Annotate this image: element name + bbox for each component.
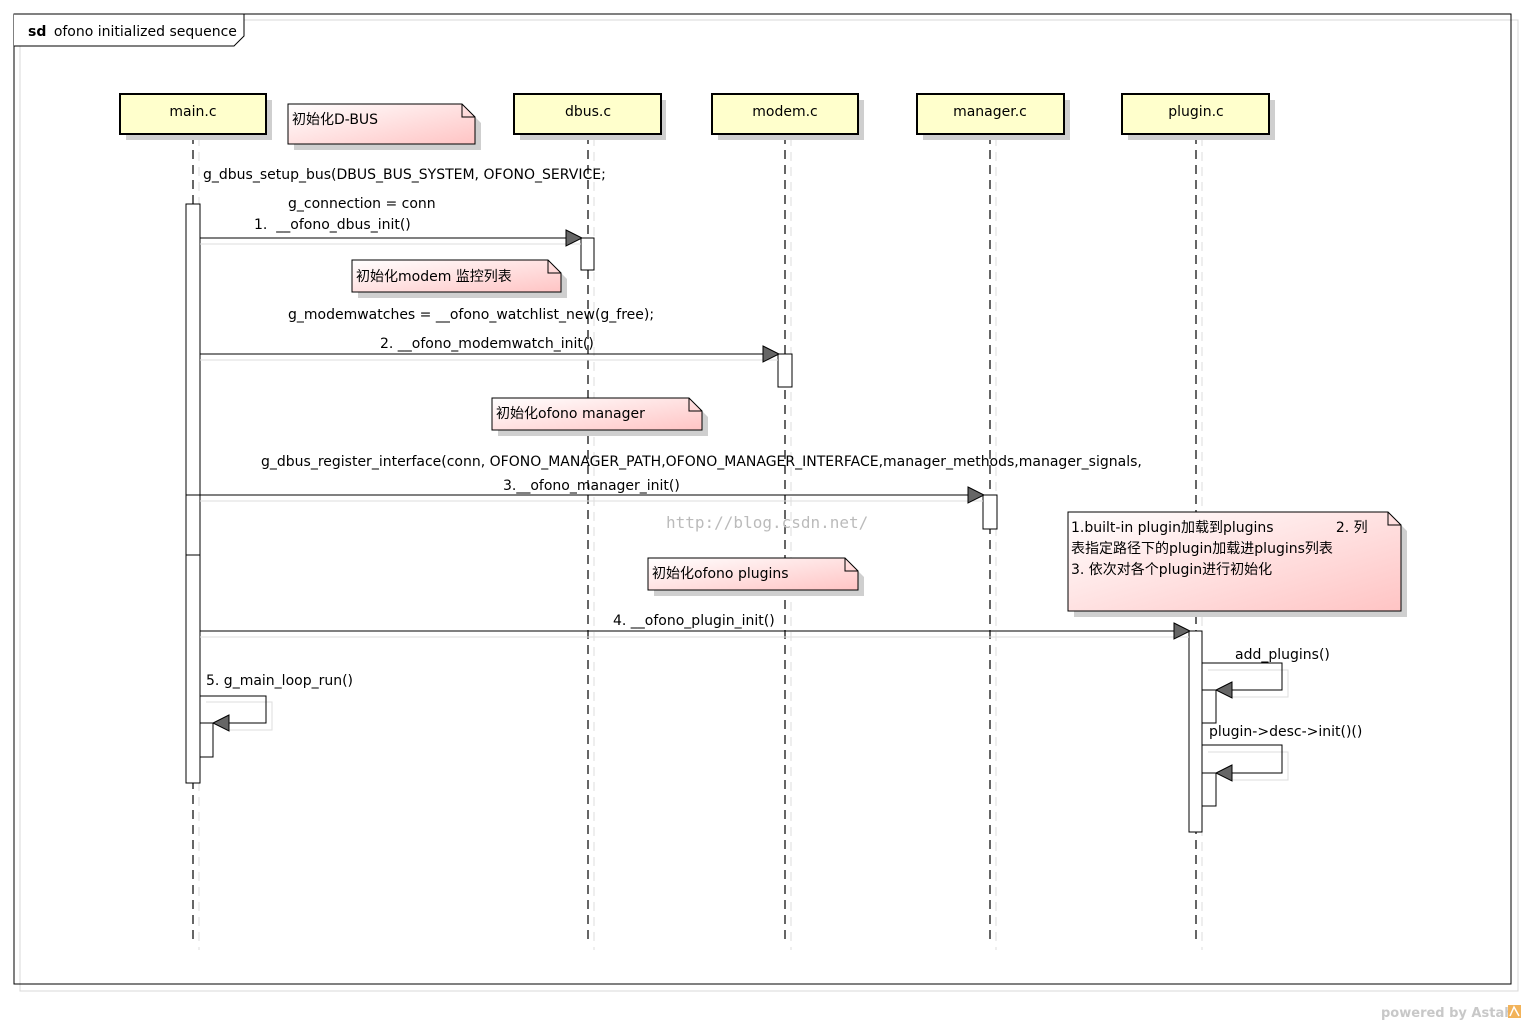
activation-modem [777, 353, 793, 388]
note-modem-text: 初始化modem 监控列表 [356, 268, 512, 285]
lifeline-manager-label: manager.c [953, 104, 1027, 120]
message-5-label: 5. g_main_loop_run() [206, 673, 353, 689]
frame-border [13, 13, 1512, 985]
annotation-modemwatches: g_modemwatches = __ofono_watchlist_new(g… [288, 307, 654, 323]
annotation-register-interface: g_dbus_register_interface(conn, OFONO_MA… [261, 454, 1142, 470]
annotation-connection: g_connection = conn [288, 196, 436, 212]
lifeline-plugin: plugin.c [1121, 93, 1275, 140]
astah-logo-icon [1508, 1005, 1521, 1018]
lifeline-lines [192, 135, 1197, 945]
message-2: 2. __ofono_modemwatch_init() [200, 336, 781, 363]
frame-kind: sd [28, 24, 46, 40]
watermark: http://blog.csdn.net/ [666, 513, 868, 532]
message-3: 3.__ofono_manager_init() [200, 478, 986, 504]
message-4-label: 4. __ofono_plugin_init() [613, 613, 775, 629]
activation-plugin-add [1201, 689, 1217, 724]
message-5: 5. g_main_loop_run() [200, 673, 353, 732]
message-7: plugin->desc->init()() [1202, 724, 1362, 782]
frame-title: sd ofono initialized sequence [28, 24, 237, 40]
note-manager-text: 初始化ofono manager [496, 405, 645, 422]
activation-dbus [580, 237, 595, 271]
lifeline-dbus-label: dbus.c [565, 104, 611, 120]
activation-main-self [199, 722, 214, 758]
message-3-label: 3.__ofono_manager_init() [503, 478, 680, 494]
note-plugin-steps-line-1: 1.built-in plugin加载到plugins 2. 列 [1071, 520, 1368, 536]
note-dbus-text: 初始化D-BUS [292, 111, 378, 128]
message-4: 4. __ofono_plugin_init() [200, 613, 1192, 640]
frame-name: ofono initialized sequence [54, 24, 237, 40]
message-6-label: add_plugins() [1235, 647, 1330, 663]
message-5-arrowhead [211, 714, 230, 732]
lifeline-dbus: dbus.c [513, 93, 666, 140]
message-1: 1. __ofono_dbus_init() [200, 217, 584, 247]
footer-powered-by: powered by Astah [1381, 1006, 1513, 1021]
message-4-arrowhead [1173, 622, 1192, 640]
note-plugin-steps: 1.built-in plugin加载到plugins 2. 列 表指定路径下的… [1067, 511, 1407, 617]
note-plugin-steps-line-3: 3. 依次对各个plugin进行初始化 [1071, 561, 1272, 578]
message-2-arrowhead [762, 345, 781, 363]
activation-bars [185, 203, 1217, 833]
lifeline-manager: manager.c [916, 93, 1070, 140]
activation-manager [982, 494, 998, 530]
message-6-arrowhead [1214, 681, 1233, 699]
message-2-label: 2. __ofono_modemwatch_init() [380, 336, 594, 352]
annotation-setup-bus: g_dbus_setup_bus(DBUS_BUS_SYSTEM, OFONO_… [203, 167, 606, 183]
lifeline-main: main.c [119, 93, 272, 140]
note-plugins: 初始化ofono plugins [647, 557, 864, 596]
note-plugins-text: 初始化ofono plugins [652, 565, 789, 582]
frame-shadow [19, 19, 1519, 992]
lifeline-main-label: main.c [169, 104, 216, 120]
note-dbus: 初始化D-BUS [287, 103, 481, 150]
message-7-arrowhead [1214, 764, 1233, 782]
message-6: add_plugins() [1202, 647, 1330, 699]
note-modem: 初始化modem 监控列表 [351, 259, 567, 298]
activation-plugin [1188, 630, 1203, 833]
activation-plugin-init [1201, 772, 1217, 807]
message-1-label: 1. __ofono_dbus_init() [254, 217, 411, 233]
activation-main [185, 203, 201, 784]
message-7-label: plugin->desc->init()() [1209, 724, 1362, 740]
message-3-arrowhead [967, 486, 986, 504]
note-manager: 初始化ofono manager [491, 397, 708, 436]
message-1-arrowhead [565, 229, 584, 247]
note-plugin-steps-line-2: 表指定路径下的plugin加载进plugins列表 [1071, 541, 1333, 557]
lifeline-modem: modem.c [711, 93, 864, 140]
lifeline-modem-label: modem.c [752, 104, 818, 120]
lifeline-plugin-label: plugin.c [1168, 104, 1223, 120]
frame-title-tab [14, 13, 245, 47]
